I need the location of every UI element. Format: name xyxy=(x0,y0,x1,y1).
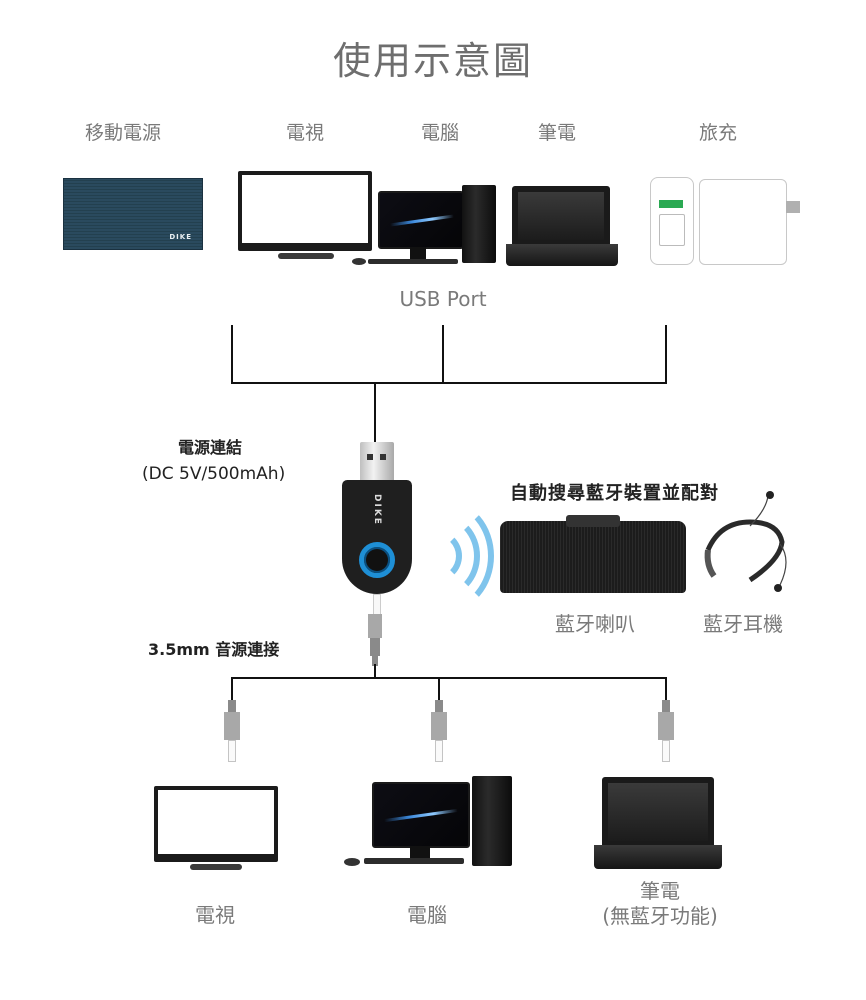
audio-trunk-line xyxy=(374,664,376,678)
desktop-pc-icon xyxy=(350,183,500,268)
power-bank-icon: DIKE xyxy=(63,178,203,250)
usb-bus-line xyxy=(231,382,667,384)
travel-charger-icon xyxy=(650,177,802,269)
label-power-bank: 移動電源 xyxy=(84,122,161,144)
label-bottom-laptop-note: (無藍牙功能) xyxy=(602,904,718,928)
tv-icon xyxy=(238,171,372,263)
bluetooth-speaker-icon xyxy=(500,515,686,595)
audio-connection-label: 3.5mm 音源連接 xyxy=(148,640,280,659)
usb-plug xyxy=(360,442,394,480)
bluetooth-heading: 自動搜尋藍牙裝置並配對 xyxy=(510,483,719,504)
audio-bus-line xyxy=(231,677,667,679)
bluetooth-headset-icon xyxy=(704,491,787,592)
usb-port-label: USB Port xyxy=(399,287,487,311)
audio-branch-right xyxy=(665,677,667,701)
audio-branch-center xyxy=(438,677,440,701)
page-title: 使用示意圖 xyxy=(332,39,533,83)
device-brand: DIKE xyxy=(372,494,382,526)
bluetooth-receiver-icon: DIKE xyxy=(342,442,412,616)
label-bottom-laptop: 筆電 xyxy=(640,879,680,903)
label-tv: 電視 xyxy=(285,122,324,144)
audio-jack-tv xyxy=(222,700,242,762)
power-connection-label: 電源連結 xyxy=(178,438,243,457)
plug-tip xyxy=(373,594,381,616)
laptop-icon xyxy=(594,777,722,871)
label-bt-speaker: 藍牙喇叭 xyxy=(555,612,635,636)
laptop-icon xyxy=(506,186,618,268)
usb-branch-left xyxy=(231,325,233,383)
label-bt-headset: 藍牙耳機 xyxy=(703,612,783,636)
audio-jack-port xyxy=(359,542,395,578)
audio-jack-pc xyxy=(429,700,449,762)
tv-icon xyxy=(154,786,278,870)
wireless-signal-icon xyxy=(430,500,494,612)
audio-jack-laptop xyxy=(656,700,676,762)
usb-branch-center xyxy=(442,325,444,383)
audio-branch-left xyxy=(231,677,233,701)
audio-cable-plug xyxy=(365,614,385,666)
label-charger: 旅充 xyxy=(698,122,737,144)
power-spec-label: (DC 5V/500mAh) xyxy=(142,464,286,484)
desktop-pc-icon xyxy=(342,776,518,870)
label-bottom-pc: 電腦 xyxy=(407,903,447,927)
label-bottom-tv: 電視 xyxy=(195,903,235,927)
label-laptop: 筆電 xyxy=(537,122,576,144)
usb-trunk-line xyxy=(374,383,376,445)
label-pc: 電腦 xyxy=(420,122,459,144)
power-bank-brand: DIKE xyxy=(169,233,192,241)
usb-branch-right xyxy=(665,325,667,383)
